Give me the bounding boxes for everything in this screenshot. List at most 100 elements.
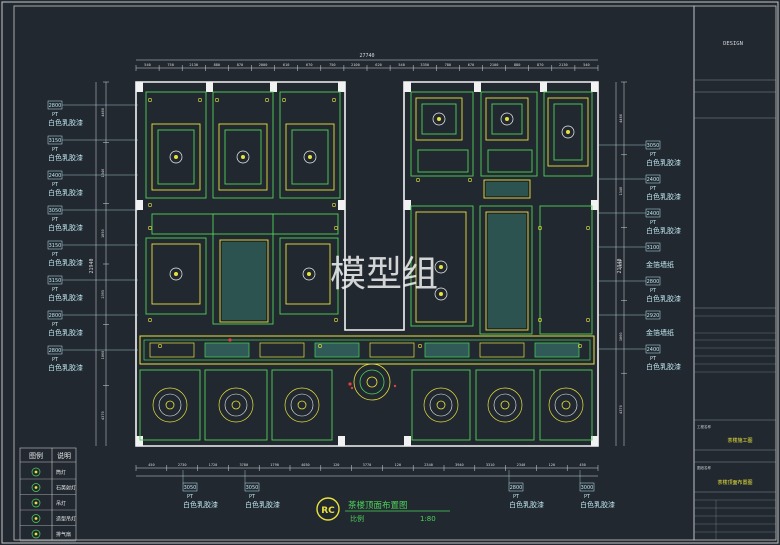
booth-pendant bbox=[436, 400, 446, 410]
central-feature-light bbox=[353, 363, 391, 401]
chandelier-core bbox=[241, 155, 245, 159]
legend-symbol-icon bbox=[31, 529, 41, 539]
downlight bbox=[198, 98, 203, 103]
tag-code: PT bbox=[650, 152, 657, 158]
overall-height-right: 21940 bbox=[617, 258, 623, 273]
upper-left-rooms bbox=[145, 91, 341, 199]
legend-header-symbol: 图例 bbox=[29, 451, 43, 460]
overall-width: 27740 bbox=[359, 53, 374, 59]
tag-material: 白色乳胶漆 bbox=[48, 223, 83, 232]
left-dim-label: 1860 bbox=[101, 351, 105, 360]
corridor-panel bbox=[149, 342, 195, 358]
booth-ceiling-ring bbox=[218, 387, 254, 423]
tag-material: 白色乳胶漆 bbox=[48, 293, 83, 302]
drawing-title-block: RC 茶楼顶面布置图 比例 1:80 bbox=[316, 497, 450, 523]
tag-height: 2400 bbox=[647, 211, 660, 217]
tag-height: 3150 bbox=[49, 278, 62, 284]
bottom-dim-label: 2340 bbox=[517, 463, 526, 467]
bottom-dim-label: 450 bbox=[579, 463, 586, 467]
tag-height-box bbox=[508, 482, 524, 492]
legend-symbol-core bbox=[34, 486, 38, 489]
bottom-dim-label: 120 bbox=[333, 463, 340, 467]
corridor-panel bbox=[314, 342, 360, 358]
chandelier bbox=[302, 267, 316, 281]
booth-ceiling-ring bbox=[152, 387, 188, 423]
top-dim-label: 870 bbox=[237, 63, 244, 67]
bottom-dim-label: 2730 bbox=[178, 463, 187, 467]
legend-item-label: 排气扇 bbox=[56, 531, 71, 538]
top-dim-label: 780 bbox=[445, 63, 452, 67]
downlight bbox=[585, 226, 590, 231]
tag-code: PT bbox=[187, 494, 194, 500]
top-dim-label: 880 bbox=[214, 63, 221, 67]
accent-marks bbox=[228, 338, 397, 390]
bottom-dim-label: 2340 bbox=[424, 463, 433, 467]
tag-material: 白色乳胶漆 bbox=[646, 226, 681, 235]
booth-ceiling-ring-inner bbox=[224, 393, 248, 417]
downlight bbox=[333, 226, 338, 231]
corridor-panel bbox=[534, 342, 580, 358]
tag-height: 2800 bbox=[49, 103, 62, 109]
right-dim-label: 4370 bbox=[619, 405, 623, 414]
chandelier-core bbox=[308, 155, 312, 159]
downlight bbox=[577, 343, 582, 348]
tag-height-box bbox=[182, 482, 198, 492]
tag-code: PT bbox=[249, 494, 256, 500]
bottom-dim-label: 1720 bbox=[209, 463, 218, 467]
legend-item-label: 筒灯 bbox=[56, 469, 66, 476]
booth-pendant bbox=[297, 400, 307, 410]
downlight bbox=[467, 178, 472, 183]
ceiling-medallions bbox=[169, 112, 575, 301]
legend-item-label: 造型吊灯 bbox=[56, 516, 76, 523]
bottom-dim-label: 3940 bbox=[455, 463, 464, 467]
booth-pendant bbox=[500, 400, 510, 410]
right-material-tags: 3050PT白色乳胶漆2400PT白色乳胶漆2400PT白色乳胶漆3100金箔墙… bbox=[598, 140, 681, 371]
tag-height: 3150 bbox=[49, 243, 62, 249]
booth-pendant bbox=[561, 400, 571, 410]
downlight bbox=[331, 98, 336, 103]
tag-material: 白色乳胶漆 bbox=[183, 500, 218, 509]
top-dim-label: 2100 bbox=[351, 63, 360, 67]
booth-ceiling-ring-inner bbox=[429, 393, 453, 417]
tag-height: 2800 bbox=[510, 485, 523, 491]
middle-right-rooms bbox=[410, 205, 593, 335]
legend-symbol-core bbox=[34, 470, 38, 474]
bottom-dim-label: 1790 bbox=[270, 463, 279, 467]
top-dim-label: 670 bbox=[468, 63, 475, 67]
legend-symbol-icon bbox=[31, 514, 41, 523]
tag-material: 白色乳胶漆 bbox=[646, 192, 681, 201]
downlight bbox=[585, 317, 590, 322]
top-dim-label: 2000 bbox=[259, 63, 268, 67]
bottom-material-tags: 3050PT白色乳胶漆3050PT白色乳胶漆2800PT白色乳胶漆3000PT白… bbox=[182, 470, 615, 509]
tag-material: 白色乳胶漆 bbox=[48, 328, 83, 337]
legend-symbol-core bbox=[34, 532, 38, 536]
bottom-dim-label: 3770 bbox=[363, 463, 372, 467]
downlight bbox=[331, 203, 336, 208]
chandelier-core bbox=[437, 117, 441, 121]
top-dim-label: 870 bbox=[537, 63, 544, 67]
booth-pendant bbox=[231, 400, 241, 410]
chandelier-core bbox=[566, 130, 570, 134]
tag-code: PT bbox=[650, 186, 657, 192]
bottom-dim-label: 120 bbox=[549, 463, 556, 467]
corridor-panel bbox=[424, 342, 470, 358]
drawing-title: 茶楼顶面布置图 bbox=[348, 500, 408, 511]
left-dim-label: 1340 bbox=[101, 169, 105, 178]
booth-ceiling-ring bbox=[487, 387, 523, 423]
downlight bbox=[148, 226, 153, 231]
top-dim-label: 750 bbox=[329, 63, 336, 67]
left-dim-label: 4460 bbox=[101, 108, 105, 117]
chandelier-core bbox=[174, 155, 178, 159]
bottom-dim-label: 4030 bbox=[301, 463, 310, 467]
bottom-dim-label: 3310 bbox=[486, 463, 495, 467]
downlight bbox=[333, 317, 338, 322]
chandelier-core bbox=[505, 117, 509, 121]
tag-height: 3050 bbox=[184, 485, 197, 491]
booth-ceiling-ring-inner bbox=[158, 393, 182, 417]
left-dim-label: 1850 bbox=[101, 229, 105, 238]
